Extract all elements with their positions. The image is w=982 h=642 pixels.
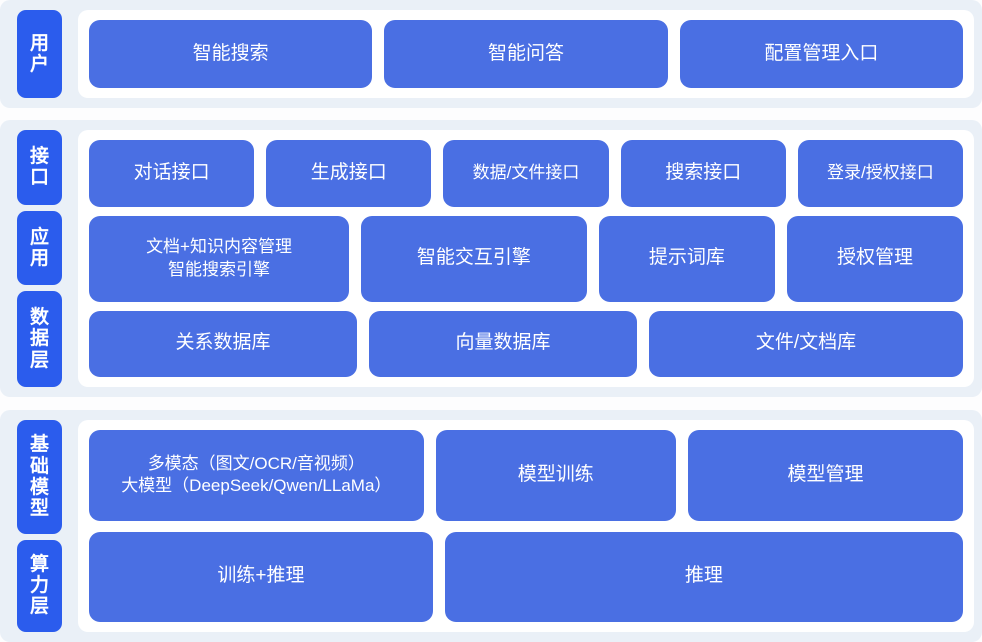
label-column-middle: 接口 应用 数据层 [17,130,62,387]
box-dialog-api[interactable]: 对话接口 [89,140,255,207]
layer-label-foundation-model[interactable]: 基础模型 [17,420,62,534]
row-compute: 训练+推理 推理 [89,531,963,622]
box-relational-database[interactable]: 关系数据库 [89,310,357,377]
box-model-management[interactable]: 模型管理 [687,430,963,521]
box-authorization-management[interactable]: 授权管理 [786,215,963,302]
section-middle: 接口 应用 数据层 对话接口 生成接口 数据/文件接口 搜索接口 登录/授权接口… [0,120,982,397]
box-multimodal-large-model[interactable]: 多模态（图文/OCR/音视频） 大模型（DeepSeek/Qwen/LLaMa） [89,430,424,521]
panel-user: 智能搜索 智能问答 配置管理入口 [78,10,974,98]
label-column-user: 用户 [17,10,62,98]
layer-label-user[interactable]: 用户 [17,10,62,98]
box-file-document-store[interactable]: 文件/文档库 [648,310,963,377]
panel-middle: 对话接口 生成接口 数据/文件接口 搜索接口 登录/授权接口 文档+知识内容管理… [78,130,974,387]
box-config-management-entry[interactable]: 配置管理入口 [679,20,963,88]
box-smart-search[interactable]: 智能搜索 [89,20,373,88]
box-vector-database[interactable]: 向量数据库 [368,310,637,377]
box-login-auth-api[interactable]: 登录/授权接口 [797,140,964,207]
box-generation-api[interactable]: 生成接口 [266,140,432,207]
row-user: 智能搜索 智能问答 配置管理入口 [89,20,963,88]
box-model-training[interactable]: 模型训练 [435,430,676,521]
layer-label-compute[interactable]: 算力层 [17,539,62,633]
row-interface: 对话接口 生成接口 数据/文件接口 搜索接口 登录/授权接口 [89,140,964,207]
box-inference[interactable]: 推理 [444,531,963,622]
layer-label-data-text: 数据层 [29,307,49,371]
box-training-inference[interactable]: 训练+推理 [89,531,433,622]
section-foundation: 基础模型 算力层 多模态（图文/OCR/音视频） 大模型（DeepSeek/Qw… [0,410,982,642]
row-application: 文档+知识内容管理 智能搜索引擎 智能交互引擎 提示词库 授权管理 [89,215,963,302]
box-prompt-library[interactable]: 提示词库 [598,215,775,302]
box-doc-knowledge-management[interactable]: 文档+知识内容管理 智能搜索引擎 [89,215,350,302]
row-model: 多模态（图文/OCR/音视频） 大模型（DeepSeek/Qwen/LLaMa）… [89,430,963,521]
layer-label-interface-text: 接口 [29,146,49,189]
layer-label-application-text: 应用 [29,226,49,269]
box-data-file-api[interactable]: 数据/文件接口 [443,140,609,207]
layer-label-data[interactable]: 数据层 [17,291,62,387]
layer-label-foundation-model-text: 基础模型 [29,434,49,520]
box-smart-qa[interactable]: 智能问答 [384,20,668,88]
box-search-api[interactable]: 搜索接口 [620,140,786,207]
box-smart-interaction-engine[interactable]: 智能交互引擎 [361,215,587,302]
layer-label-application[interactable]: 应用 [17,210,62,286]
layer-label-interface[interactable]: 接口 [17,130,62,205]
row-data: 关系数据库 向量数据库 文件/文档库 [89,310,963,377]
label-column-foundation: 基础模型 算力层 [17,420,62,633]
section-user: 用户 智能搜索 智能问答 配置管理入口 [0,0,982,108]
layer-label-user-text: 用户 [29,32,49,75]
layer-label-compute-text: 算力层 [29,553,49,618]
panel-foundation: 多模态（图文/OCR/音视频） 大模型（DeepSeek/Qwen/LLaMa）… [78,420,974,632]
